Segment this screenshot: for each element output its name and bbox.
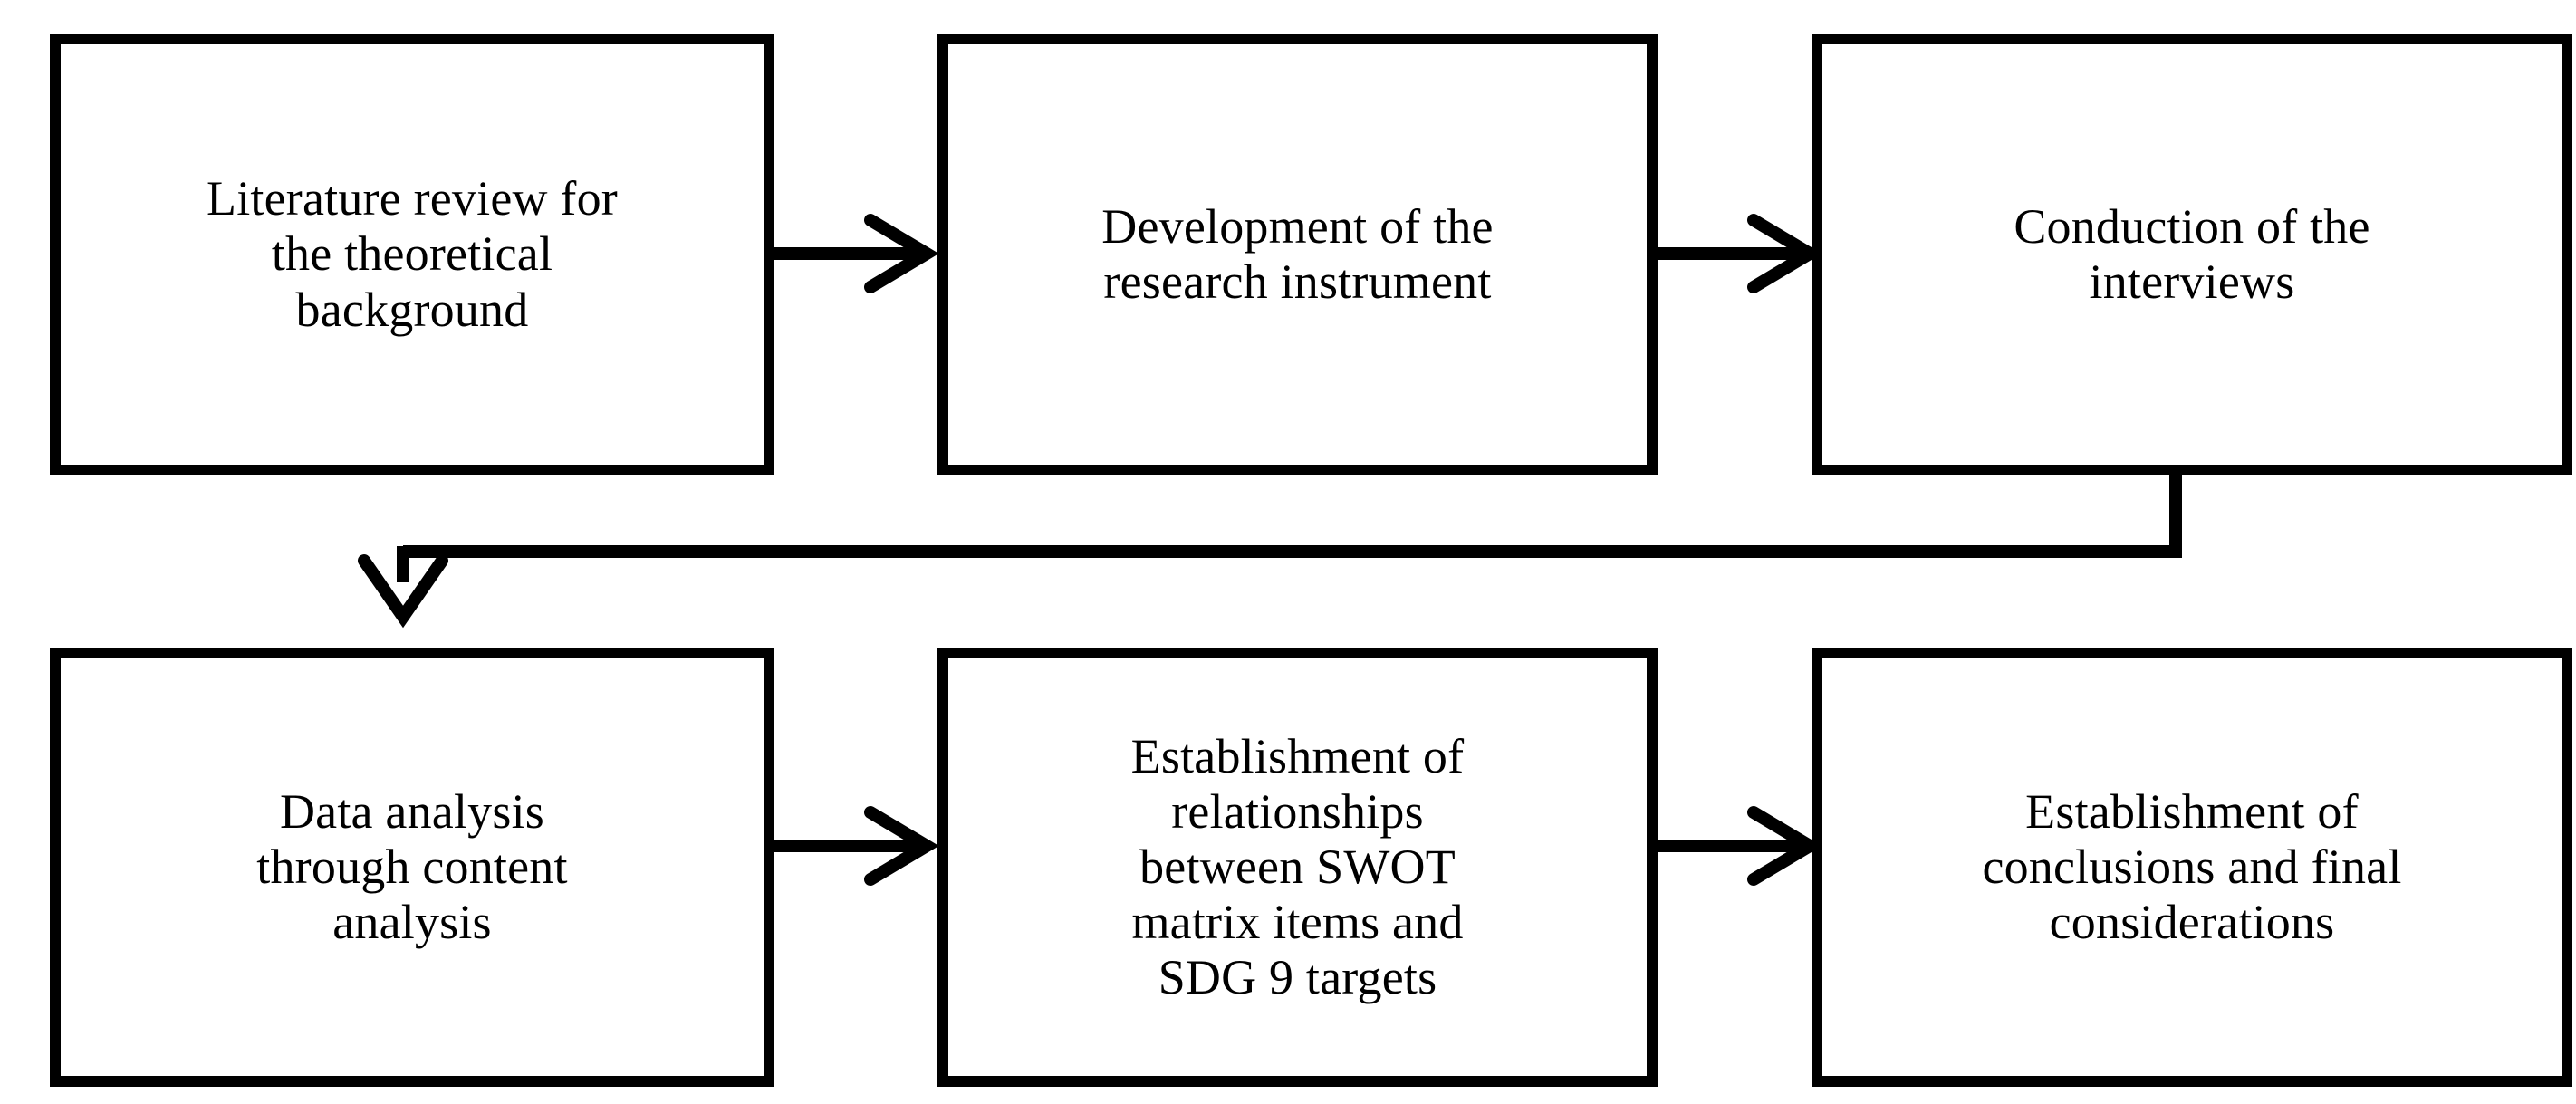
- flow-node-literature-review[interactable]: Literature review for the theoretical ba…: [50, 34, 774, 475]
- connector-arrow-2-to-3: [1648, 213, 1830, 294]
- connector-arrow-4-to-5: [765, 805, 947, 887]
- flow-node-data-analysis[interactable]: Data analysis through content analysis: [50, 648, 774, 1087]
- flow-node-label: Establishment of conclusions and final c…: [1982, 783, 2402, 949]
- flow-node-label: Development of the research instrument: [1101, 198, 1494, 309]
- connector-arrow-3-to-4: [344, 466, 2210, 629]
- flow-node-instrument-development[interactable]: Development of the research instrument: [937, 34, 1658, 475]
- flow-node-label: Establishment of relationships between S…: [1130, 728, 1465, 1005]
- connector-arrow-1-to-2: [765, 213, 947, 294]
- connector-arrow-5-to-6: [1648, 805, 1830, 887]
- flow-node-label: Conduction of the interviews: [2014, 198, 2370, 309]
- flow-node-label: Literature review for the theoretical ba…: [207, 171, 618, 337]
- flow-node-label: Data analysis through content analysis: [256, 783, 568, 949]
- flow-node-interviews[interactable]: Conduction of the interviews: [1812, 34, 2572, 475]
- flow-node-conclusions[interactable]: Establishment of conclusions and final c…: [1812, 648, 2572, 1087]
- flow-node-relationships[interactable]: Establishment of relationships between S…: [937, 648, 1658, 1087]
